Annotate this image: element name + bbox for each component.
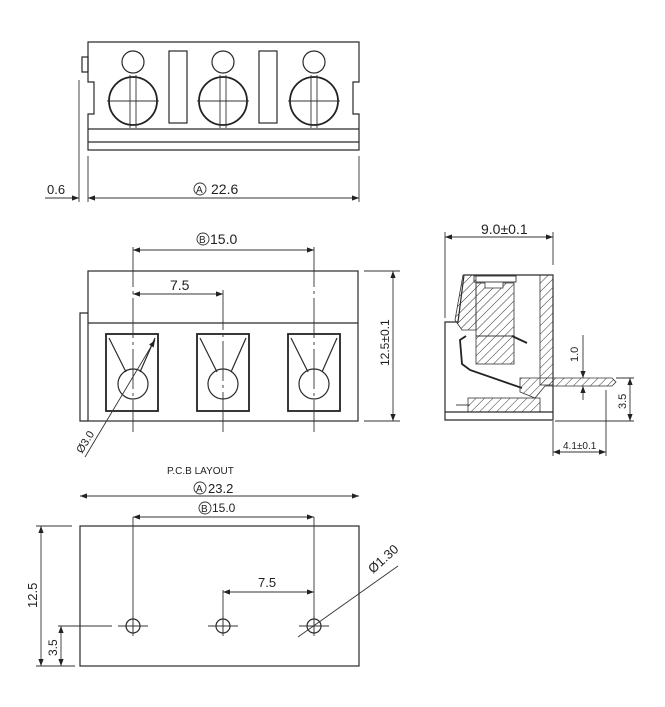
clamp-spring <box>459 335 523 389</box>
dim-pin-height: 3.5 <box>617 394 629 409</box>
dim-pcb-pitch-total: 15.0 <box>212 501 236 515</box>
pcb-layout-title: P.C.B LAYOUT <box>167 466 234 477</box>
pcb-pin <box>519 377 617 399</box>
screw-section <box>475 282 515 337</box>
wire-entry-1 <box>105 333 159 412</box>
slot <box>258 50 278 124</box>
dim-pin-thickness: 1.0 <box>569 347 581 362</box>
svg-text:B: B <box>201 504 208 515</box>
screw-3 <box>288 50 340 128</box>
front-view: B 15.0 7.5 12.5±0.1 Ø3.0 <box>74 231 400 458</box>
dim-pcb-hole-offset: 3.5 <box>46 639 60 656</box>
screw-2 <box>197 50 249 128</box>
screw-1 <box>107 50 159 128</box>
dim-pin-length: 4.1±0.1 <box>563 441 597 452</box>
dim-pcb-pitch: 7.5 <box>258 575 276 590</box>
dim-depth: 9.0±0.1 <box>481 221 528 237</box>
dim-pcb-hole-diameter: Ø1.30 <box>365 541 401 576</box>
side-view: 9.0±0.1 1.0 3.5 4.1±0.1 <box>444 221 634 456</box>
svg-text:A: A <box>196 484 203 495</box>
dim-pitch-total: 15.0 <box>210 231 237 247</box>
dim-overall-width: 22.6 <box>211 181 238 197</box>
svg-text:A: A <box>196 185 203 196</box>
dim-pitch: 7.5 <box>170 277 190 293</box>
dim-height: 12.5±0.1 <box>378 319 392 366</box>
top-view: 0.6 A 22.6 <box>45 41 360 202</box>
slot <box>168 50 188 124</box>
dim-pcb-overall: 23.2 <box>208 481 233 496</box>
svg-text:B: B <box>199 235 206 246</box>
latch-tab <box>81 56 89 73</box>
pcb-hole-2 <box>208 616 238 636</box>
dim-offset: 0.6 <box>47 182 65 197</box>
pcb-layout: P.C.B LAYOUT A 23.2 B 15.0 7.5 Ø1.30 12.… <box>25 466 401 667</box>
dim-pcb-height: 12.5 <box>25 583 40 608</box>
pcb-hole-1 <box>118 616 148 636</box>
